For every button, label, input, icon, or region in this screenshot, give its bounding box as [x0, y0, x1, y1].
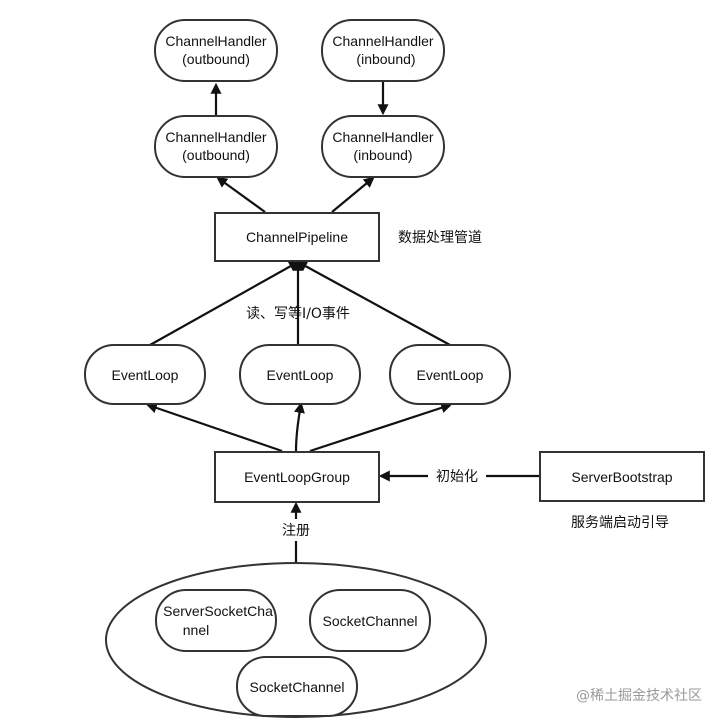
edge-eventloop-left-to-pipeline [149, 260, 300, 346]
node-server-socket-channel: ServerSocketCha nnel [155, 589, 277, 652]
eventloop-mid-label: EventLoop [267, 367, 334, 383]
server-socket-channel-line2: nnel [183, 622, 209, 638]
edge-group-to-eventloop-mid [294, 401, 305, 452]
server-bootstrap-label: ServerBootstrap [571, 469, 672, 485]
bootstrap-note: 服务端启动引导 [571, 515, 669, 531]
handler-inbound-top-line1: ChannelHandler [332, 33, 434, 49]
eventloop-left-label: EventLoop [112, 367, 179, 383]
node-eventloop-group: EventLoopGroup [214, 451, 380, 503]
io-events-label: 读、写等I/O事件 [246, 305, 350, 322]
socket-channel-bottom-label: SocketChannel [250, 679, 345, 695]
eventloop-right-label: EventLoop [417, 367, 484, 383]
edge-group-to-eventloop-right [309, 402, 453, 453]
handler-outbound-mid-line2: (outbound) [182, 147, 250, 163]
pipeline-note: 数据处理管道 [398, 230, 482, 246]
node-socket-channel-bottom: SocketChannel [236, 656, 358, 717]
node-socket-channel-right: SocketChannel [309, 589, 431, 652]
edge-eventloop-right-to-pipeline [296, 260, 451, 346]
channel-pipeline-label: ChannelPipeline [246, 229, 348, 245]
server-socket-channel-line1: ServerSocketCha [163, 603, 273, 619]
node-handler-inbound-top: ChannelHandler (inbound) [321, 19, 445, 82]
handler-outbound-top-line1: ChannelHandler [165, 33, 267, 49]
handler-inbound-mid-line1: ChannelHandler [332, 129, 434, 145]
node-eventloop-right: EventLoop [389, 344, 511, 405]
handler-outbound-mid-line1: ChannelHandler [165, 129, 267, 145]
socket-channel-right-label: SocketChannel [323, 613, 418, 629]
node-handler-inbound-mid: ChannelHandler (inbound) [321, 115, 445, 178]
node-eventloop-left: EventLoop [84, 344, 206, 405]
edge-label-register: 注册 [282, 523, 310, 539]
node-eventloop-mid: EventLoop [239, 344, 361, 405]
handler-inbound-mid-line2: (inbound) [353, 147, 412, 163]
node-channel-pipeline: ChannelPipeline [214, 212, 380, 262]
node-handler-outbound-mid: ChannelHandler (outbound) [154, 115, 278, 178]
edge-label-init: 初始化 [436, 468, 478, 485]
edge-group-to-eventloop-left [145, 402, 283, 453]
edge-pipeline-to-handler-out [216, 176, 266, 213]
watermark: @稀土掘金技术社区 [576, 688, 702, 704]
edge-pipeline-to-handler-in [331, 176, 375, 213]
edges [145, 78, 540, 565]
node-server-bootstrap: ServerBootstrap [539, 451, 705, 502]
handler-inbound-top-line2: (inbound) [356, 51, 415, 67]
eventloop-group-label: EventLoopGroup [244, 469, 350, 485]
node-handler-outbound-top: ChannelHandler (outbound) [154, 19, 278, 82]
handler-outbound-top-line2: (outbound) [182, 51, 250, 67]
